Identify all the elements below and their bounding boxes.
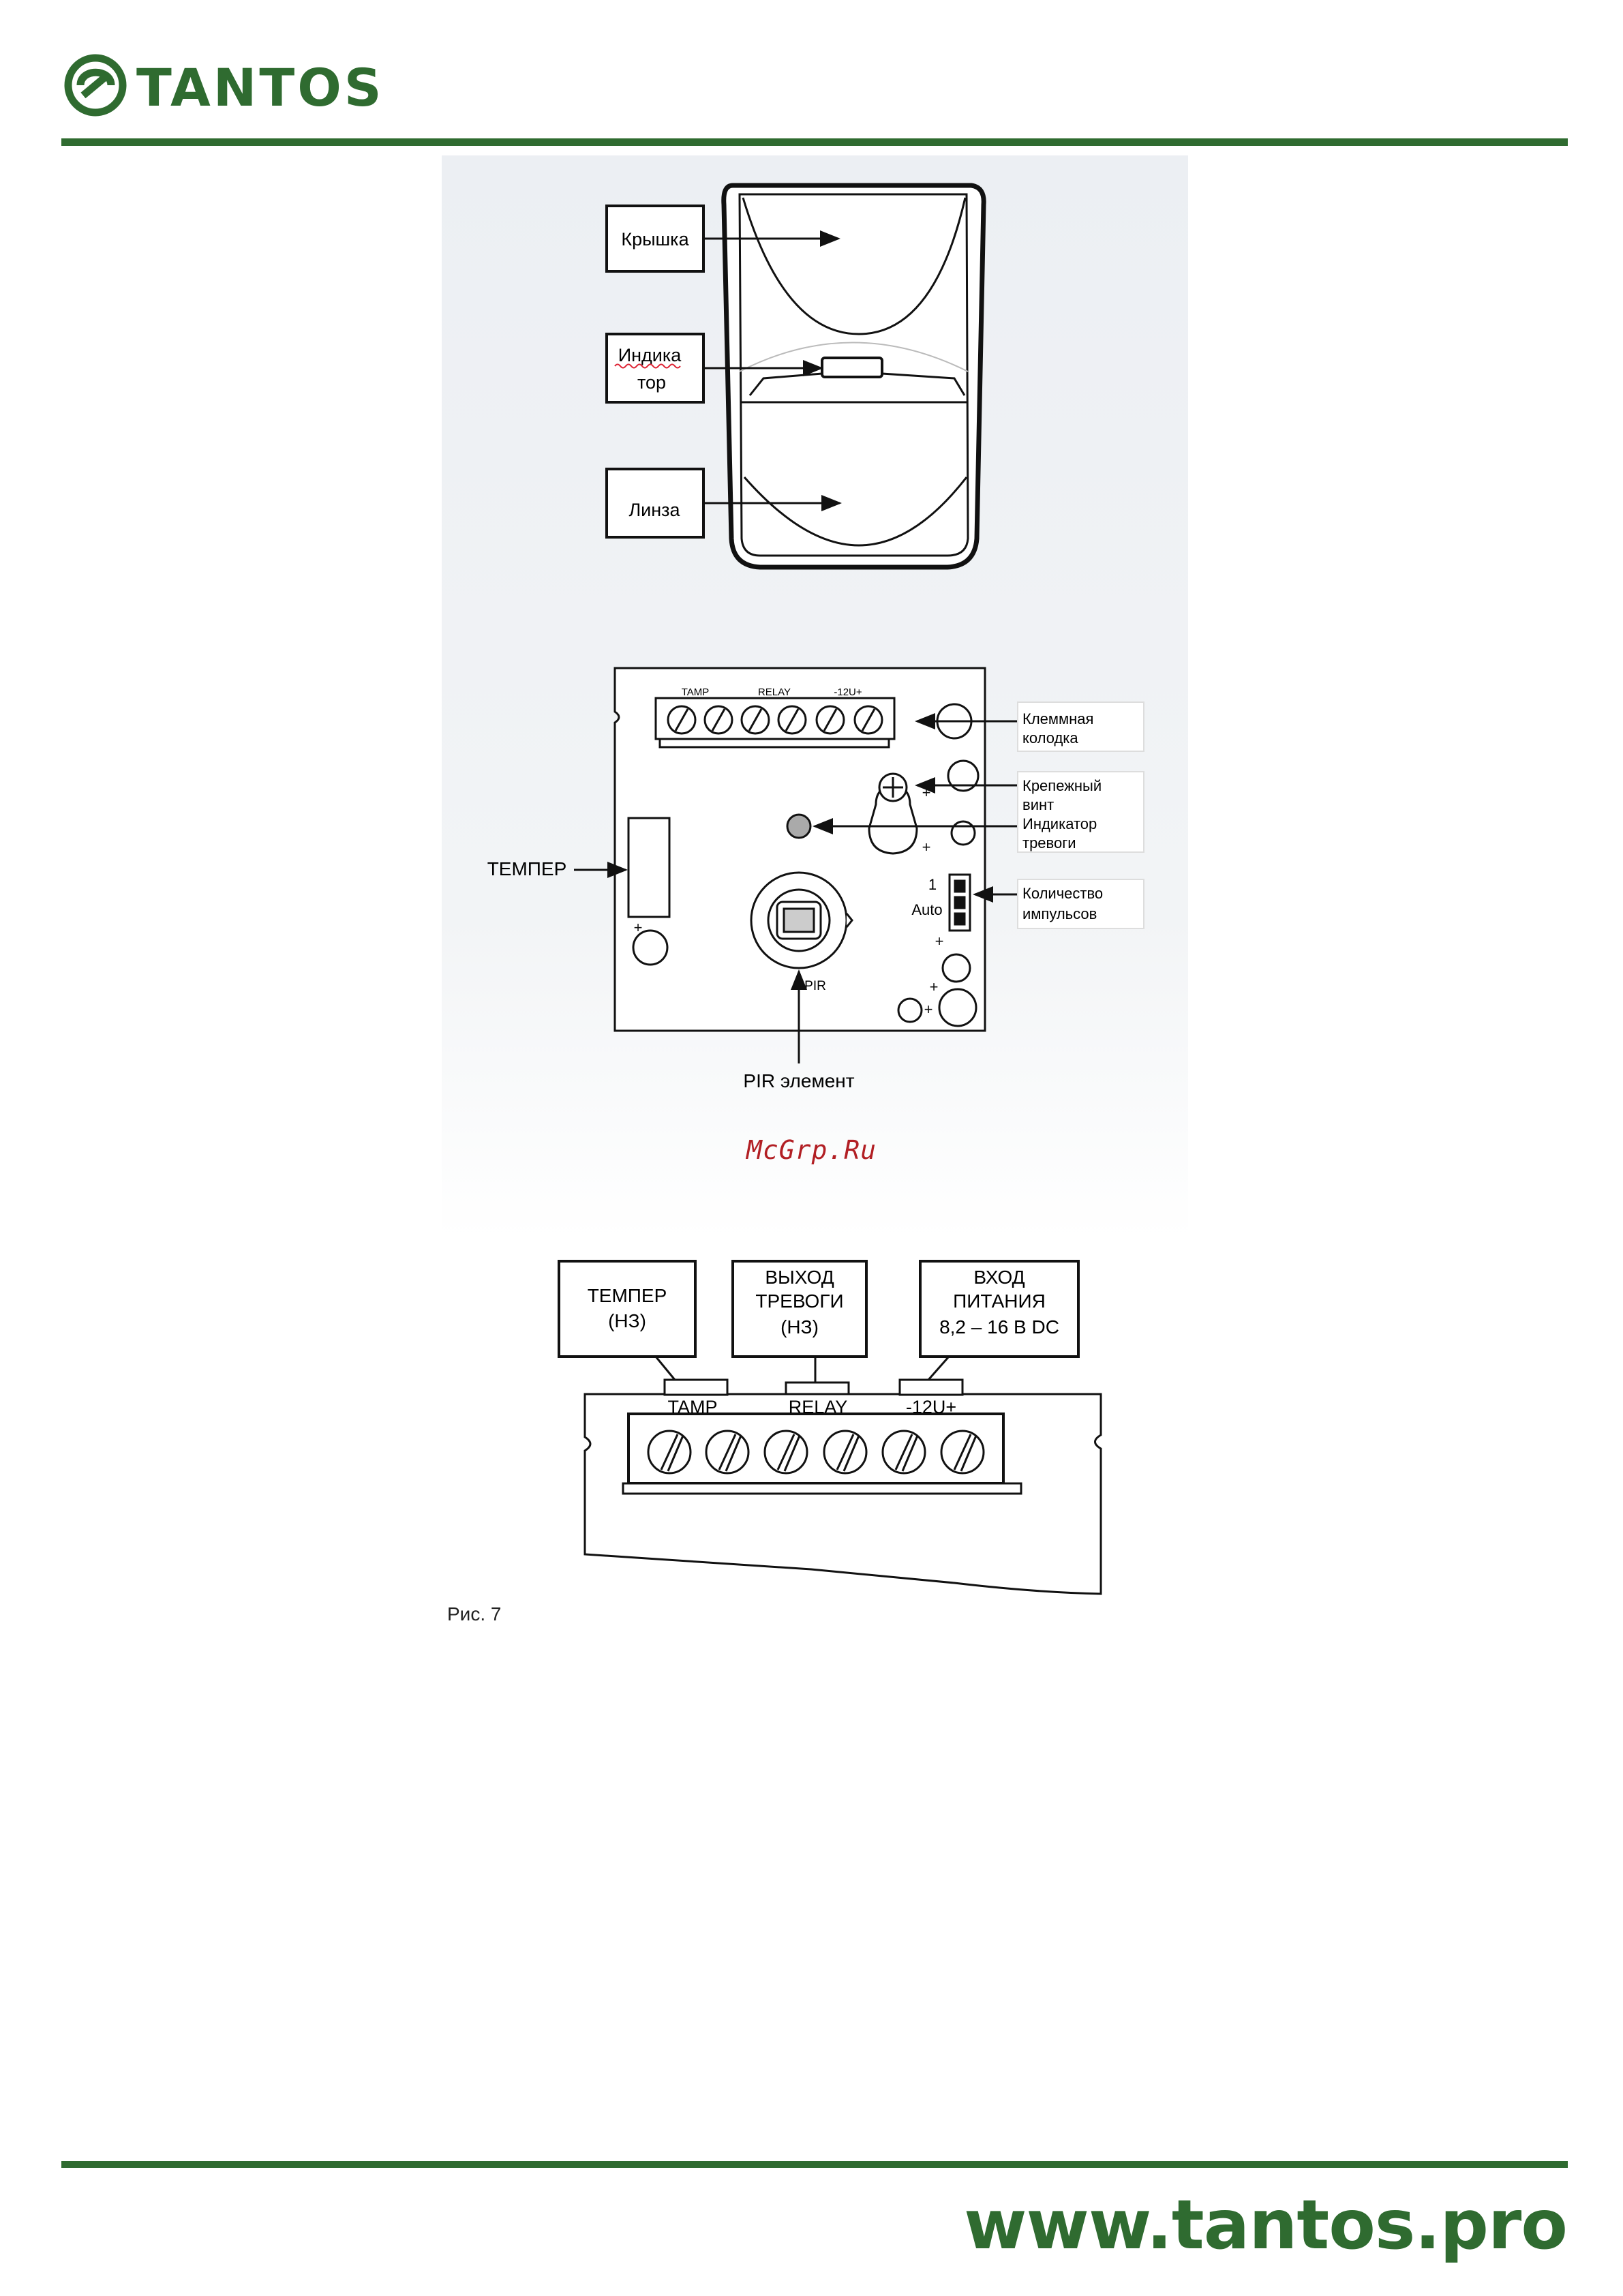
board-label-power: -12U+ bbox=[834, 686, 862, 698]
jumper-label-1: 1 bbox=[928, 876, 937, 893]
label-cover: Крышка bbox=[621, 229, 689, 250]
pir-label: PIR bbox=[804, 979, 826, 993]
figure-caption: Рис. 7 bbox=[447, 1603, 501, 1625]
callout-tamper: ТЕМПЕР bbox=[487, 858, 567, 879]
terminal-callout-leaders bbox=[656, 1357, 949, 1383]
callout-pir-element: PIR элемент bbox=[743, 1070, 854, 1091]
label-indicator-line1: Индика bbox=[618, 345, 682, 365]
terminal-label-tamp: TAMP bbox=[668, 1397, 718, 1417]
terminal-label-power: -12U+ bbox=[906, 1397, 956, 1417]
box-alarm-l1: ВЫХОД bbox=[765, 1267, 834, 1288]
detector-front-view bbox=[724, 185, 984, 567]
box-alarm-l3: (НЗ) bbox=[780, 1316, 819, 1338]
svg-text:+: + bbox=[935, 933, 944, 950]
callout-terminal-block-l2: колодка bbox=[1022, 729, 1078, 746]
jumper-label-auto: Auto bbox=[911, 901, 942, 918]
box-power-l1: ВХОД bbox=[973, 1267, 1025, 1288]
watermark: McGrp.Ru bbox=[0, 1135, 1623, 1165]
box-tamper-l2: (НЗ) bbox=[608, 1310, 646, 1331]
footer-rule bbox=[61, 2161, 1568, 2168]
terminal-label-relay: RELAY bbox=[789, 1397, 848, 1417]
box-alarm-l2: ТРЕВОГИ bbox=[755, 1290, 843, 1312]
box-tamper-l1: ТЕМПЕР bbox=[588, 1285, 667, 1306]
callout-alarm-led-l1: Индикатор bbox=[1022, 815, 1097, 832]
board-label-tamp: TAMP bbox=[682, 686, 710, 698]
callout-alarm-led-l2: тревоги bbox=[1022, 834, 1076, 851]
footer-url[interactable]: www.tantos.pro bbox=[964, 2185, 1567, 2265]
callout-screw-l1: Крепежный bbox=[1022, 777, 1102, 794]
callout-terminal-block-l1: Клеммная bbox=[1022, 710, 1093, 727]
svg-text:+: + bbox=[930, 978, 939, 995]
callout-pulses-l2: импульсов bbox=[1022, 905, 1097, 922]
callout-screw-l2: винт bbox=[1022, 796, 1054, 813]
board-label-relay: RELAY bbox=[758, 686, 791, 698]
svg-text:+: + bbox=[922, 839, 931, 856]
svg-text:+: + bbox=[924, 1001, 933, 1018]
box-power-l3: 8,2 – 16 В DC bbox=[939, 1316, 1059, 1338]
label-indicator-line2: тор bbox=[637, 372, 666, 393]
callout-pulses-l1: Количество bbox=[1022, 885, 1103, 902]
box-power-l2: ПИТАНИЯ bbox=[953, 1290, 1046, 1312]
svg-text:+: + bbox=[922, 784, 931, 801]
label-lens: Линза bbox=[628, 500, 680, 520]
svg-text:+: + bbox=[634, 919, 643, 936]
